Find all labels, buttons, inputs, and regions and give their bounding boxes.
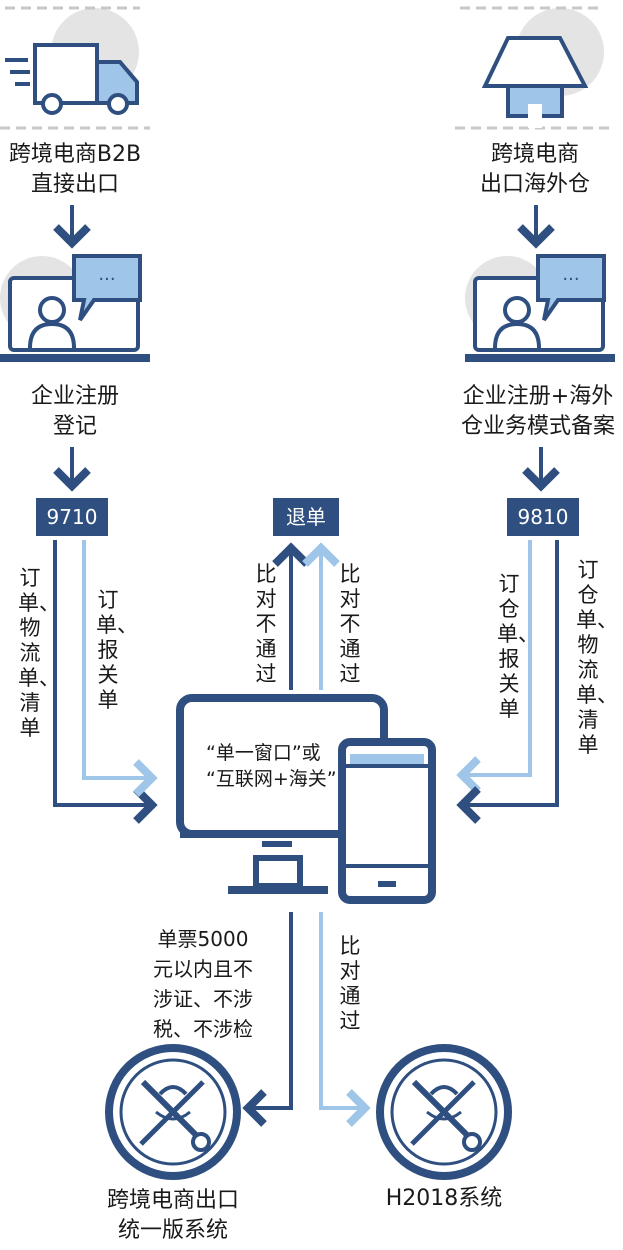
register-label-left-line1: 企业注册 [30, 384, 119, 409]
docs-9810-inner: 订仓单、报关单 [497, 572, 539, 721]
system-label-left: 跨境电商出口 统一版系统 [83, 1186, 263, 1246]
condition-label: 单票5000 元以内且不 涉证、不涉 税、不涉检 [140, 924, 266, 1044]
system-label-left-line1: 跨境电商出口 [106, 1188, 239, 1213]
docs-9710-outer: 订单、物流单、清单 [18, 566, 60, 740]
system-label-right: H2018系统 [385, 1186, 503, 1211]
truck-icon [0, 6, 150, 130]
center-platform-label: “单一窗口”或 “互联网+海关” [206, 740, 337, 792]
connector-9810-outer [456, 540, 559, 824]
connector-9710-outer [53, 540, 158, 824]
system-label-left-line2: 统一版系统 [117, 1218, 228, 1243]
registration-laptop-icon-left: ··· [0, 254, 150, 362]
connector-to-h2018 [319, 912, 371, 1127]
source-label-left-line2: 直接出口 [30, 172, 119, 197]
warehouse-icon [455, 6, 610, 130]
register-label-right: 企业注册+海外 仓业务模式备案 [453, 382, 623, 442]
fail-label-left: 比对不通过 [255, 562, 277, 686]
condition-line4: 税、不涉检 [153, 1017, 253, 1041]
register-label-right-line2: 仓业务模式备案 [460, 414, 615, 439]
center-line2: “互联网+海关” [206, 768, 337, 790]
connector-to-unified-system [242, 912, 293, 1127]
condition-line2: 元以内且不 [153, 957, 253, 981]
code-box-9810: 9810 [507, 498, 579, 536]
computer-phone-icon [176, 694, 436, 904]
fail-label-right: 比对不通过 [339, 562, 361, 686]
register-label-right-line1: 企业注册+海外 [462, 384, 614, 409]
register-label-left-line2: 登记 [52, 414, 97, 439]
source-label-right-line2: 出口海外仓 [479, 172, 590, 197]
customs-emblem-icon-right [376, 1044, 512, 1180]
connector-9810-inner [456, 540, 532, 794]
return-box: 退单 [273, 498, 339, 536]
customs-emblem-icon-left [105, 1044, 241, 1180]
source-label-right: 跨境电商 出口海外仓 [460, 140, 610, 200]
source-label-left: 跨境电商B2B 直接出口 [0, 140, 150, 200]
code-box-9710: 9710 [36, 498, 108, 536]
svg-text:···: ··· [98, 269, 115, 290]
docs-9710-inner: 订单、报关单 [96, 588, 138, 712]
docs-9810-outer: 订仓单、物流单、清单 [576, 558, 618, 757]
svg-text:···: ··· [562, 269, 579, 290]
register-label-left: 企业注册 登记 [0, 382, 150, 442]
center-line1: “单一窗口”或 [206, 742, 321, 764]
condition-line1: 单票5000 [157, 927, 249, 951]
connector-9710-inner [82, 540, 158, 797]
source-label-left-line1: 跨境电商B2B [8, 142, 142, 167]
pass-label: 比对通过 [339, 934, 361, 1033]
source-label-right-line1: 跨境电商 [490, 142, 579, 167]
condition-line3: 涉证、不涉 [153, 987, 253, 1011]
registration-laptop-icon-right: ··· [465, 254, 615, 362]
